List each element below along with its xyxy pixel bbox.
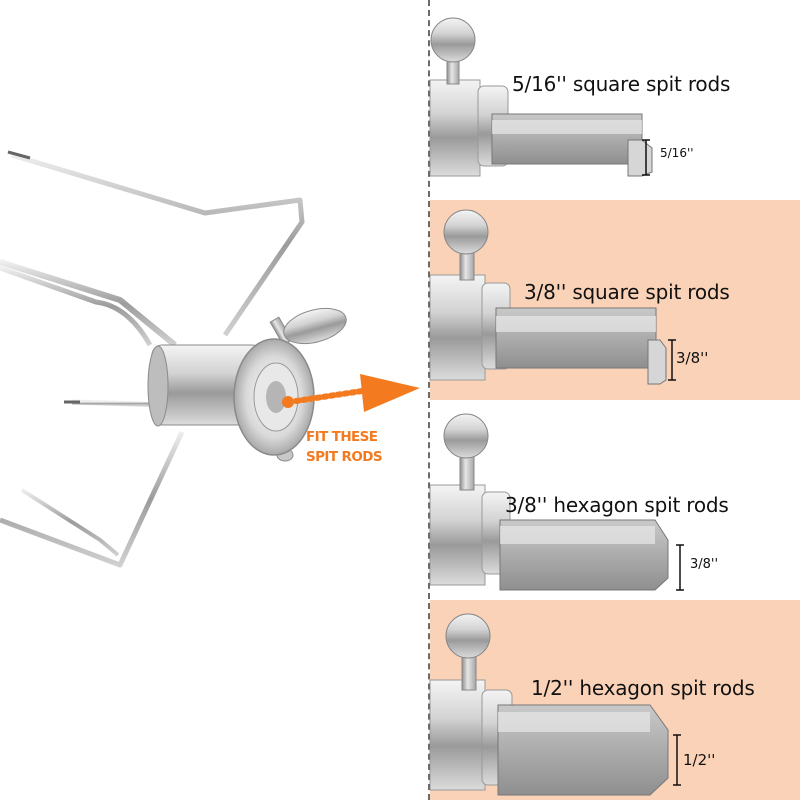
size-label: 1/2'' bbox=[683, 751, 716, 769]
rod-panel-1: 3/8'' square spit rods 3/8'' bbox=[430, 200, 800, 400]
rotisserie-fork bbox=[0, 150, 347, 568]
collar-illustration-1 bbox=[429, 209, 676, 385]
collar-illustration-0 bbox=[429, 17, 653, 177]
size-label: 3/8'' bbox=[690, 557, 719, 572]
dashed-divider bbox=[428, 0, 430, 800]
collar-illustration-2 bbox=[429, 413, 684, 591]
panel-title: 3/8'' square spit rods bbox=[524, 280, 730, 304]
panel-title: 5/16'' square spit rods bbox=[512, 72, 731, 96]
panel-title: 1/2'' hexagon spit rods bbox=[531, 676, 755, 700]
fit-callout-line-1: FIT THESE bbox=[306, 429, 378, 445]
collar-illustration-3 bbox=[429, 613, 681, 796]
rod-panel-3: 1/2'' hexagon spit rods 1/2'' bbox=[430, 600, 800, 800]
panel-title: 3/8'' hexagon spit rods bbox=[505, 493, 729, 517]
size-label: 5/16'' bbox=[660, 146, 694, 160]
size-label: 3/8'' bbox=[676, 349, 709, 367]
right-arrow-icon bbox=[293, 374, 420, 412]
rod-panel-2: 3/8'' hexagon spit rods 3/8'' bbox=[430, 400, 800, 600]
fit-callout: FIT THESE SPIT RODS bbox=[306, 427, 406, 467]
rod-panel-0: 5/16'' square spit rods 5/16'' bbox=[430, 0, 800, 200]
fit-callout-line-2: SPIT RODS bbox=[306, 449, 383, 465]
